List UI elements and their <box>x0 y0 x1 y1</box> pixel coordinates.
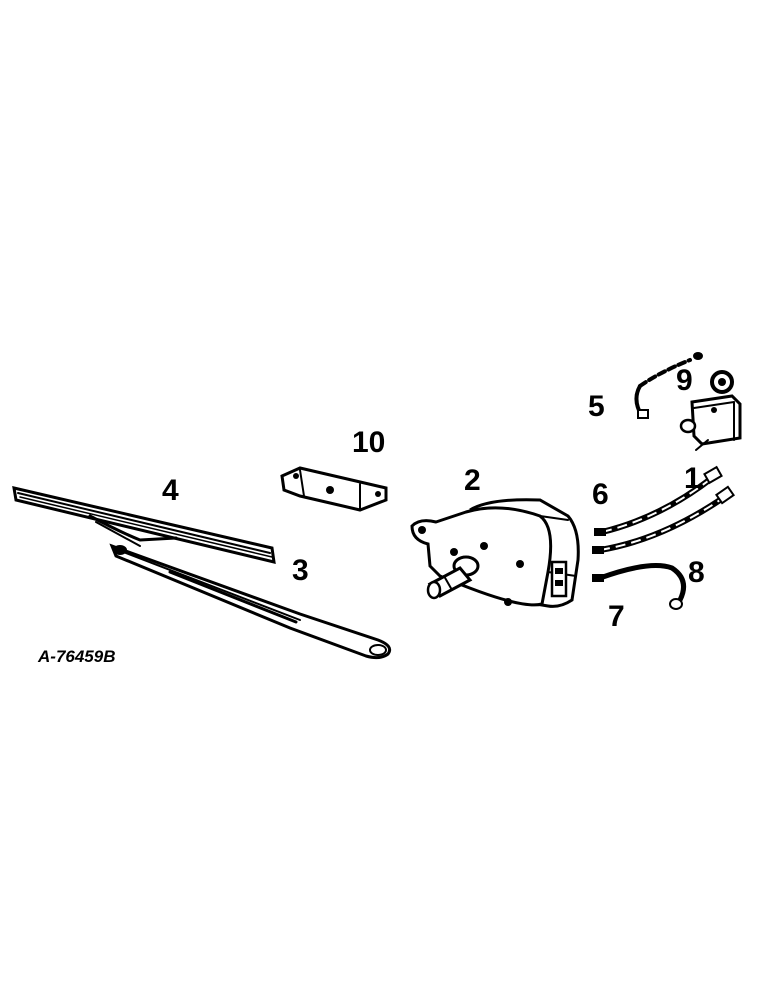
ground-wire-part <box>634 352 703 419</box>
callout-4: 4 <box>162 474 179 507</box>
callout-6: 6 <box>592 478 609 511</box>
callout-3: 3 <box>292 554 309 587</box>
wiper-arm-part <box>109 543 392 660</box>
callout-10: 10 <box>352 426 385 459</box>
wiper-motor-part <box>410 498 580 608</box>
wire-harness-7-part <box>592 563 687 610</box>
callout-5: 5 <box>588 390 605 423</box>
wire-harness-8-part <box>592 485 735 554</box>
mounting-bracket-part <box>280 466 388 512</box>
callout-7: 7 <box>608 600 625 633</box>
wiper-blade-part <box>12 486 276 564</box>
callout-9: 9 <box>676 364 693 397</box>
switch-knob-part <box>710 370 734 394</box>
callout-1: 1 <box>684 462 701 495</box>
wiper-switch-part <box>679 394 742 451</box>
callout-8: 8 <box>688 556 705 589</box>
wire-harness-6-part <box>594 465 723 536</box>
reference-code: A-76459B <box>37 647 116 666</box>
callout-2: 2 <box>464 464 481 497</box>
